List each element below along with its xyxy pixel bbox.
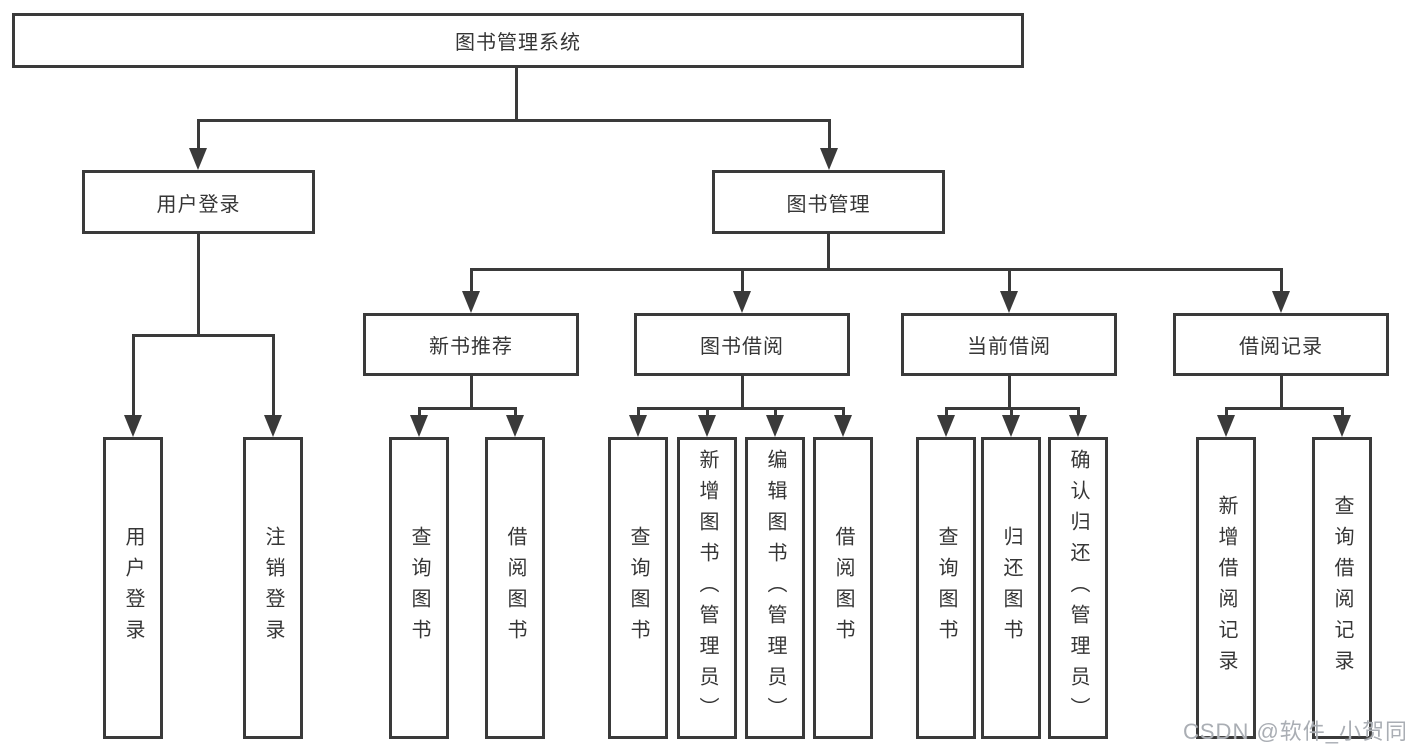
leaf-label: 查询图书 [935, 526, 957, 650]
connector-line [741, 376, 744, 410]
connector-line [1225, 407, 1344, 410]
arrowhead-icon [1002, 415, 1020, 437]
node-new-book-recommend: 新书推荐 [363, 313, 579, 376]
connector-line [1225, 407, 1228, 417]
connector-line [945, 407, 948, 417]
arrowhead-icon [698, 415, 716, 437]
connector-line [197, 234, 200, 337]
connector-line [132, 334, 274, 337]
arrowhead-icon [1217, 415, 1235, 437]
arrowhead-icon [766, 415, 784, 437]
node-current-borrowing: 当前借阅 [901, 313, 1117, 376]
leaf-query-books-recommend: 查询图书 [389, 437, 449, 739]
connector-line [827, 233, 830, 271]
leaf-edit-book-admin: 编辑图书（管理员） [745, 437, 805, 739]
node-user-login: 用户登录 [82, 170, 315, 234]
connector-line [272, 334, 275, 417]
leaf-borrow-books-borrow: 借阅图书 [813, 437, 873, 739]
leaf-label: 查询图书 [627, 526, 649, 650]
connector-line [470, 268, 1282, 271]
leaf-label: 借阅图书 [504, 526, 526, 650]
node-label: 图书借阅 [700, 336, 784, 358]
connector-line [1280, 268, 1283, 293]
connector-line [514, 407, 517, 417]
connector-line [842, 407, 845, 417]
connector-line [1077, 407, 1080, 417]
node-label: 借阅记录 [1239, 336, 1323, 358]
arrowhead-icon [410, 415, 428, 437]
connector-line [1008, 268, 1011, 293]
arrowhead-icon [189, 148, 207, 170]
leaf-return-books: 归还图书 [981, 437, 1041, 739]
leaf-label: 查询借阅记录 [1331, 495, 1353, 681]
arrowhead-icon [937, 415, 955, 437]
connector-line [828, 119, 831, 150]
leaf-label: 用户登录 [122, 526, 144, 650]
arrowhead-icon [834, 415, 852, 437]
connector-line [774, 407, 777, 417]
connector-line [515, 68, 518, 121]
connector-line [470, 376, 473, 410]
connector-line [1341, 407, 1344, 417]
connector-line [741, 268, 744, 293]
arrowhead-icon [124, 415, 142, 437]
node-root: 图书管理系统 [12, 13, 1024, 68]
leaf-confirm-return-admin: 确认归还（管理员） [1048, 437, 1108, 739]
node-root-label: 图书管理系统 [455, 32, 581, 54]
leaf-label: 借阅图书 [832, 526, 854, 650]
leaf-query-books-borrow: 查询图书 [608, 437, 668, 739]
node-book-management: 图书管理 [712, 170, 945, 234]
leaf-label: 确认归还（管理员） [1067, 448, 1089, 728]
leaf-borrow-books-recommend: 借阅图书 [485, 437, 545, 739]
connector-line [1280, 376, 1283, 410]
node-label: 当前借阅 [967, 336, 1051, 358]
arrowhead-icon [1000, 291, 1018, 313]
connector-line [637, 407, 845, 410]
arrowhead-icon [1272, 291, 1290, 313]
connector-line [1008, 376, 1011, 410]
connector-line [197, 119, 831, 122]
connector-line [132, 334, 135, 417]
leaf-user-login: 用户登录 [103, 437, 163, 739]
leaf-query-books-current: 查询图书 [916, 437, 976, 739]
leaf-logout: 注销登录 [243, 437, 303, 739]
node-book-borrowing: 图书借阅 [634, 313, 850, 376]
arrowhead-icon [264, 415, 282, 437]
leaf-label: 注销登录 [262, 526, 284, 650]
leaf-add-book-admin: 新增图书（管理员） [677, 437, 737, 739]
arrowhead-icon [506, 415, 524, 437]
leaf-label: 查询图书 [408, 526, 430, 650]
arrowhead-icon [820, 148, 838, 170]
leaf-label: 新增借阅记录 [1215, 495, 1237, 681]
connector-line [637, 407, 640, 417]
connector-line [1010, 407, 1013, 417]
connector-line [197, 119, 200, 150]
connector-line [470, 268, 473, 293]
leaf-label: 编辑图书（管理员） [764, 448, 786, 728]
node-label: 图书管理 [786, 193, 871, 216]
arrowhead-icon [1333, 415, 1351, 437]
arrowhead-icon [629, 415, 647, 437]
leaf-label: 归还图书 [1000, 526, 1022, 650]
csdn-watermark: CSDN @软件_小贺同学 [1183, 719, 1405, 744]
arrowhead-icon [1069, 415, 1087, 437]
connector-line [418, 407, 517, 410]
connector-line [418, 407, 421, 417]
arrowhead-icon [462, 291, 480, 313]
leaf-add-borrow-record: 新增借阅记录 [1196, 437, 1256, 739]
leaf-label: 新增图书（管理员） [696, 448, 718, 728]
node-label: 用户登录 [156, 193, 241, 216]
connector-line [706, 407, 709, 417]
arrowhead-icon [733, 291, 751, 313]
node-borrowing-records: 借阅记录 [1173, 313, 1389, 376]
node-label: 新书推荐 [429, 336, 513, 358]
leaf-query-borrow-record: 查询借阅记录 [1312, 437, 1372, 739]
